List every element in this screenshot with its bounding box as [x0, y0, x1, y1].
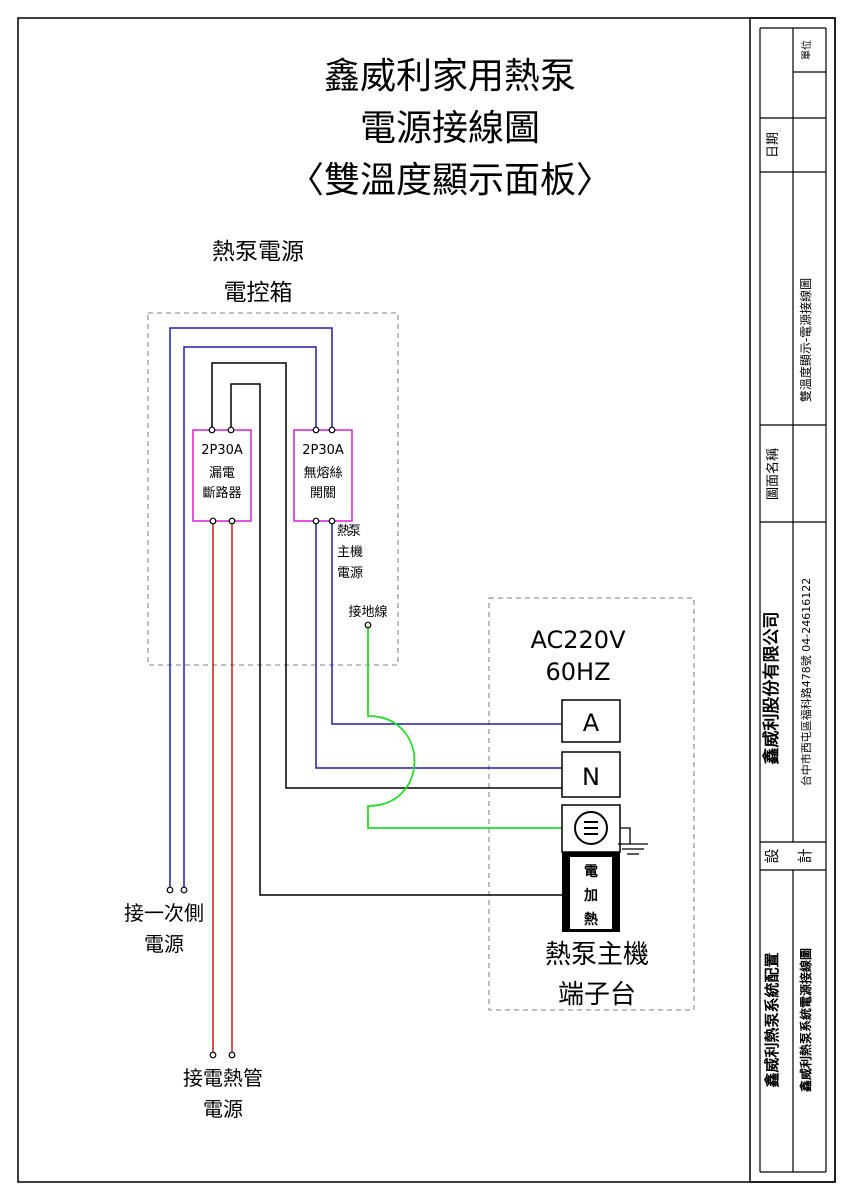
- ground-symbol-icon: [574, 811, 608, 845]
- heater-char-1: 電: [584, 863, 598, 880]
- system-wiring-label: 鑫威利熱泵系統電源接線圖: [798, 948, 813, 1093]
- breaker-rating: 2P30A: [201, 443, 243, 458]
- voltage-label: AC220V: [531, 626, 627, 654]
- title-line1: 鑫威利家用熱泵: [324, 56, 576, 97]
- blue-wire-n: [315, 521, 562, 769]
- main-power-char-4: 機: [350, 545, 363, 560]
- drawing-name: 雙溫度顯示-電源接線圖: [798, 278, 813, 402]
- heater-char-2: 加: [583, 888, 598, 904]
- frequency-label: 60HZ: [545, 658, 610, 686]
- leakage-breaker: [192, 429, 252, 522]
- drawing-name-label: 圖面名稱: [765, 448, 781, 500]
- ground-wire: [367, 627, 566, 829]
- switch-name2: 開關: [310, 486, 336, 501]
- heater-char-3: 熱: [584, 911, 598, 928]
- blue-wire-outer: [169, 327, 333, 888]
- terminal-label1: 熱泵主機: [545, 940, 649, 970]
- terminal-n-label: N: [582, 763, 600, 791]
- main-power-char-3: 主: [337, 545, 350, 560]
- primary-power-label2: 電源: [144, 932, 184, 956]
- black-wire-1: [211, 362, 562, 789]
- no-fuse-switch: [293, 429, 353, 522]
- switch-name1: 無熔絲: [303, 466, 342, 481]
- main-power-char-5: 電: [337, 566, 350, 581]
- title-block: [749, 17, 836, 1183]
- control-box-label2: 電控箱: [224, 280, 293, 306]
- company-address: 台中市西屯區福科路478號 04-24616122: [799, 578, 813, 786]
- heater-power-label1: 接電熱管: [183, 1066, 263, 1090]
- design-char-2: 計: [796, 848, 814, 863]
- title-line2: 電源接線圖: [360, 108, 540, 149]
- date-label: 日期: [766, 132, 781, 158]
- unit-label: 單位: [800, 40, 813, 60]
- blue-wire-inner: [183, 346, 317, 888]
- heater-label-bg: [570, 857, 612, 929]
- earth-icon: [618, 827, 648, 855]
- black-wire-2: [230, 383, 562, 896]
- breaker-name1: 漏電: [209, 465, 235, 481]
- terminal-box-outline: [488, 597, 695, 1011]
- terminal-dots: [166, 426, 372, 1059]
- terminal-label2: 端子台: [558, 980, 636, 1010]
- heater-power-label2: 電源: [203, 1097, 243, 1121]
- main-power-char-1: 熱: [337, 524, 350, 539]
- switch-rating: 2P30A: [302, 443, 344, 458]
- main-power-char-2: 泵: [348, 524, 361, 539]
- blue-wire-a: [331, 521, 562, 725]
- ground-wire-label: 接地線: [348, 604, 387, 620]
- design-char-1: 設: [763, 848, 781, 863]
- control-box-outline: [147, 312, 399, 666]
- breaker-name2: 斷路器: [202, 485, 241, 501]
- terminal-a: [561, 699, 621, 743]
- control-box-label1: 熱泵電源: [212, 239, 304, 265]
- title-line3: 〈雙溫度顯示面板〉: [288, 160, 612, 201]
- terminal-n: [561, 751, 621, 798]
- system-config-label: 鑫威利熱泵系統配置: [763, 952, 781, 1088]
- primary-power-label1: 接一次側: [124, 901, 204, 925]
- company-name: 鑫威利股份有限公司: [761, 612, 782, 766]
- main-power-char-6: 源: [350, 566, 363, 581]
- terminal-a-label: A: [583, 709, 600, 737]
